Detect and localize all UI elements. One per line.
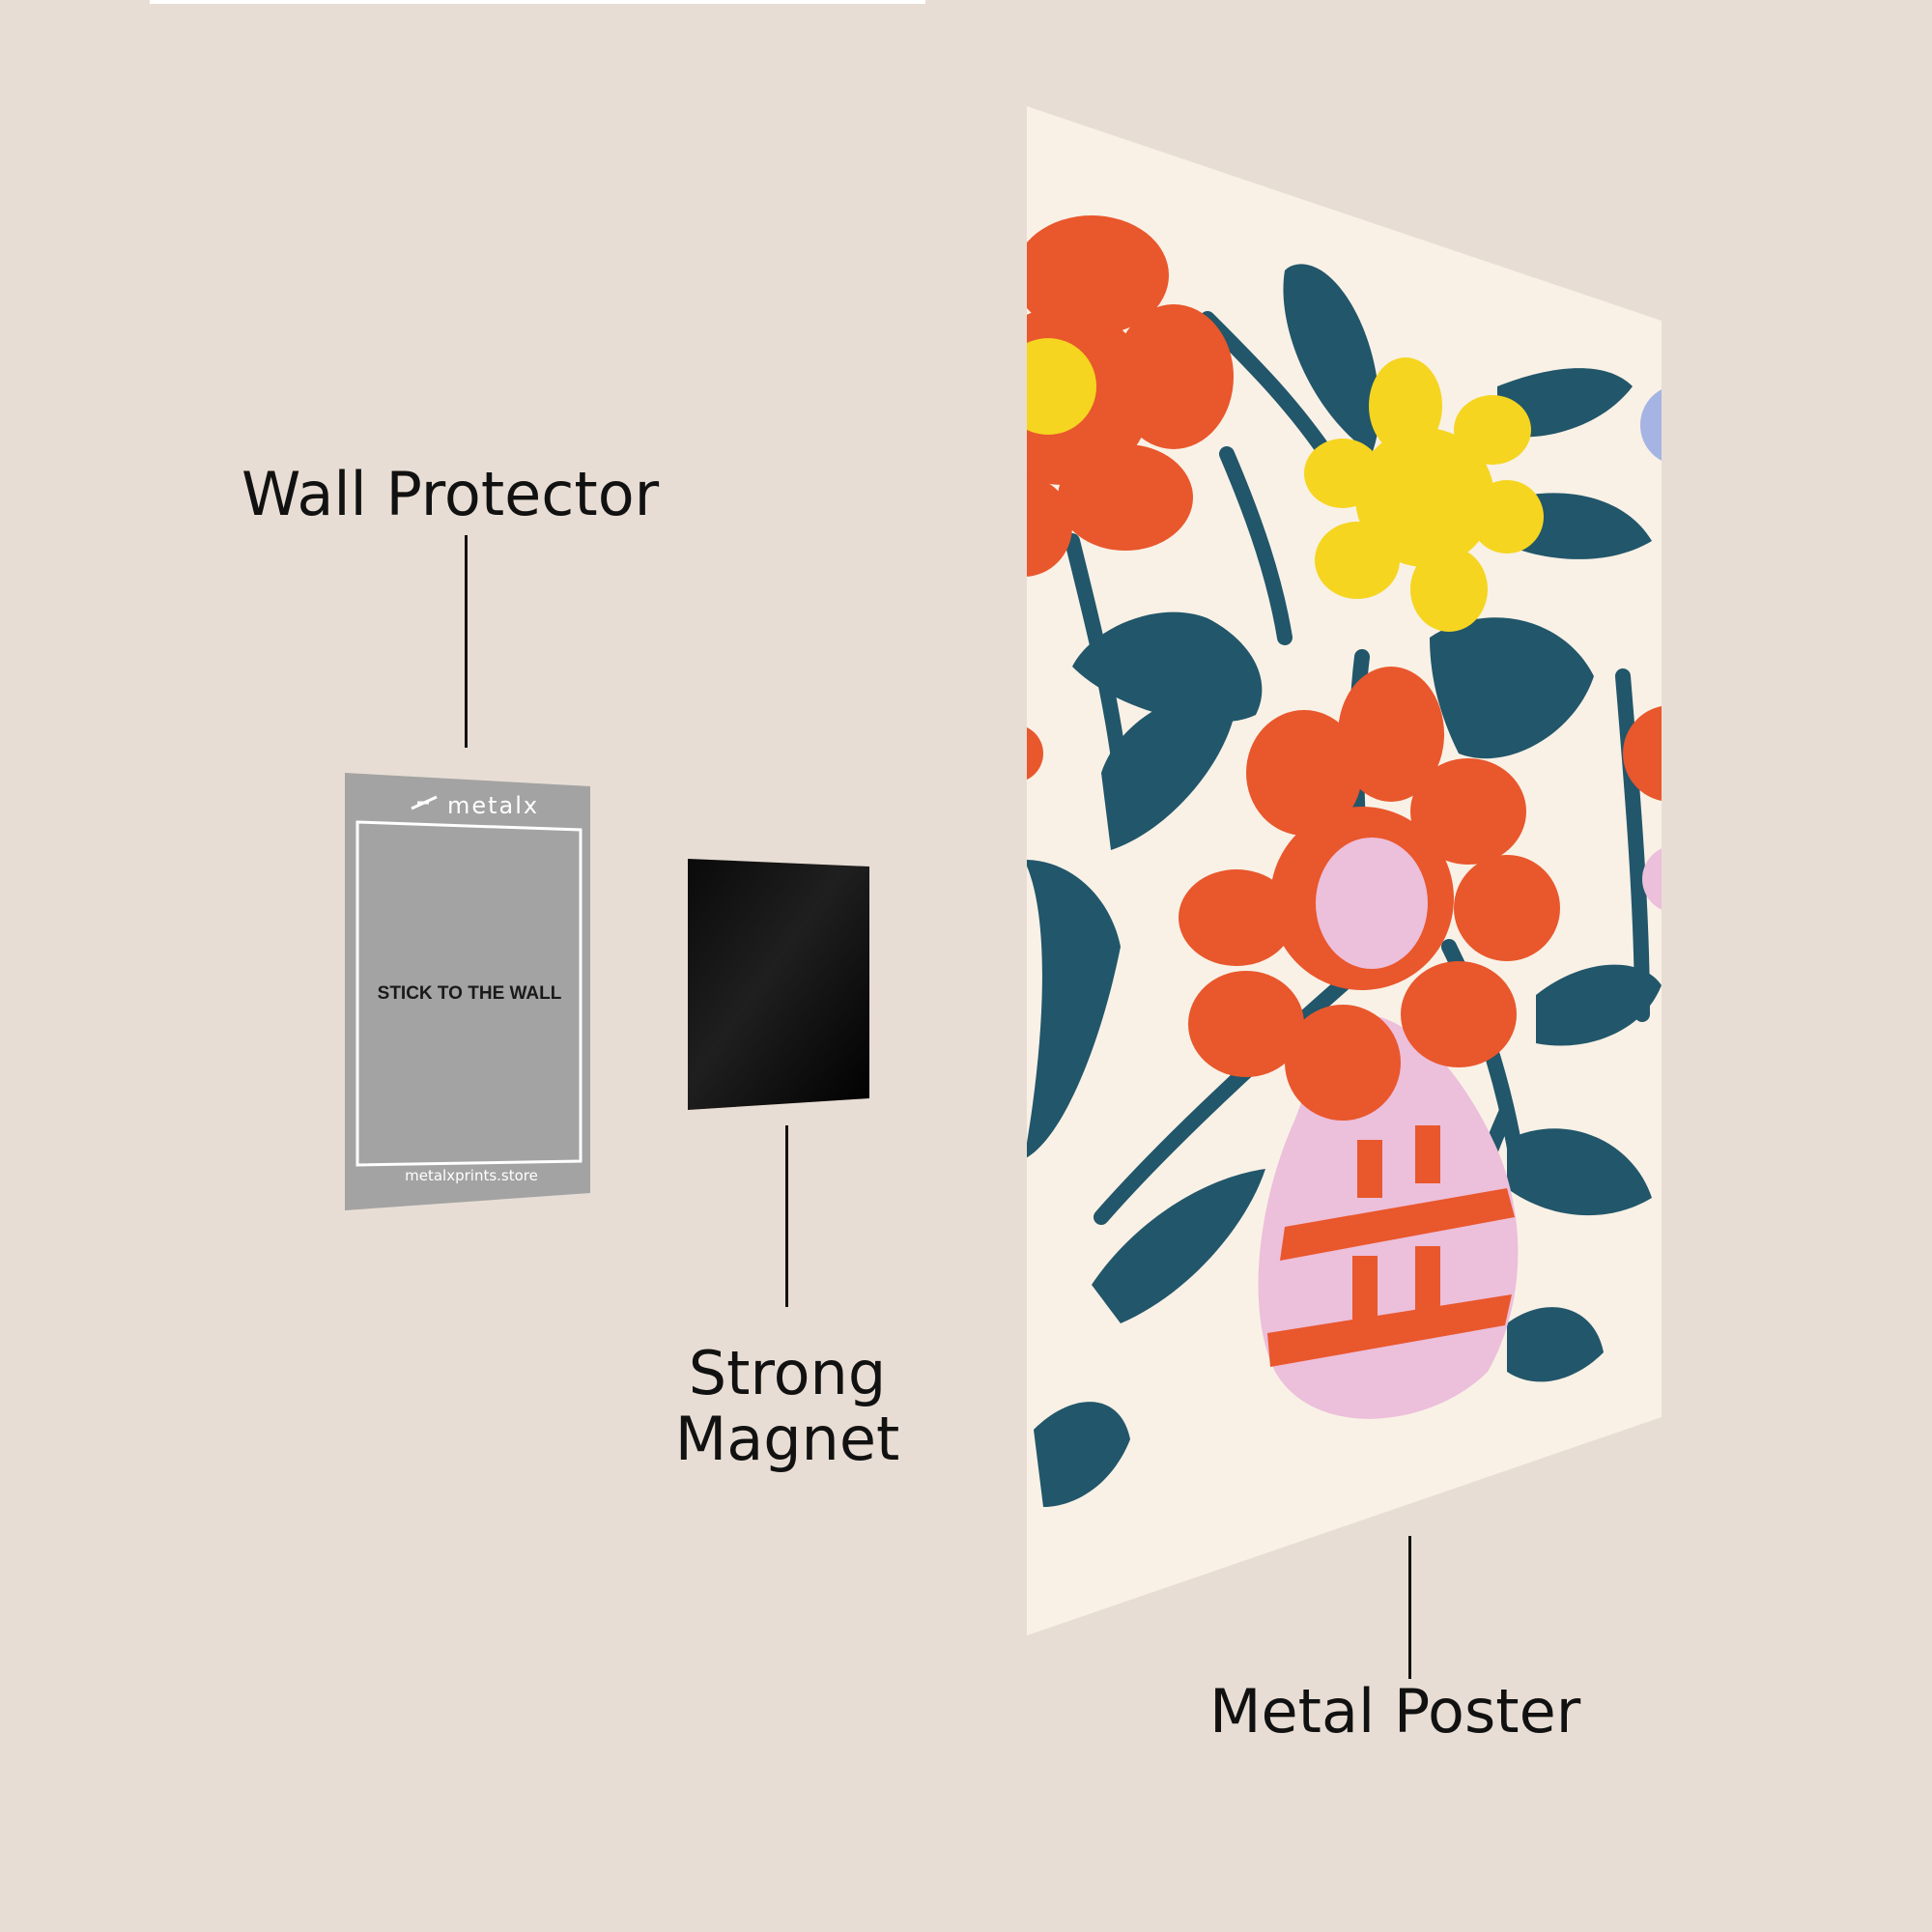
leader-metal-poster — [1408, 1536, 1411, 1679]
metalx-logo-icon — [411, 795, 438, 810]
label-strong-magnet-line2: Magnet — [674, 1404, 900, 1475]
leader-strong-magnet — [785, 1125, 788, 1307]
label-strong-magnet-line1: Strong — [688, 1338, 887, 1408]
protector-website: metalxprints.store — [405, 1167, 538, 1184]
label-strong-magnet: Strong Magnet — [633, 1338, 942, 1475]
wall-protector: metalx STICK TO THE WALL metalxprints.st… — [345, 773, 590, 1210]
poster-flower-yellow — [1304, 357, 1544, 632]
strong-magnet — [688, 859, 869, 1110]
top-white-strip — [150, 0, 925, 4]
protector-brand: metalx — [447, 792, 539, 819]
leader-wall-protector — [465, 535, 468, 748]
label-metal-poster: Metal Poster — [1209, 1676, 1581, 1747]
label-wall-protector: Wall Protector — [242, 459, 660, 529]
poster-floral-artwork — [1027, 215, 1662, 1507]
wall-protector-sheet — [345, 773, 590, 1210]
wall-protector-frame — [355, 820, 582, 1167]
metal-poster — [1027, 106, 1662, 1635]
poster-flower-orange-center — [1179, 667, 1560, 1121]
protector-instruction: STICK TO THE WALL — [378, 983, 562, 1004]
